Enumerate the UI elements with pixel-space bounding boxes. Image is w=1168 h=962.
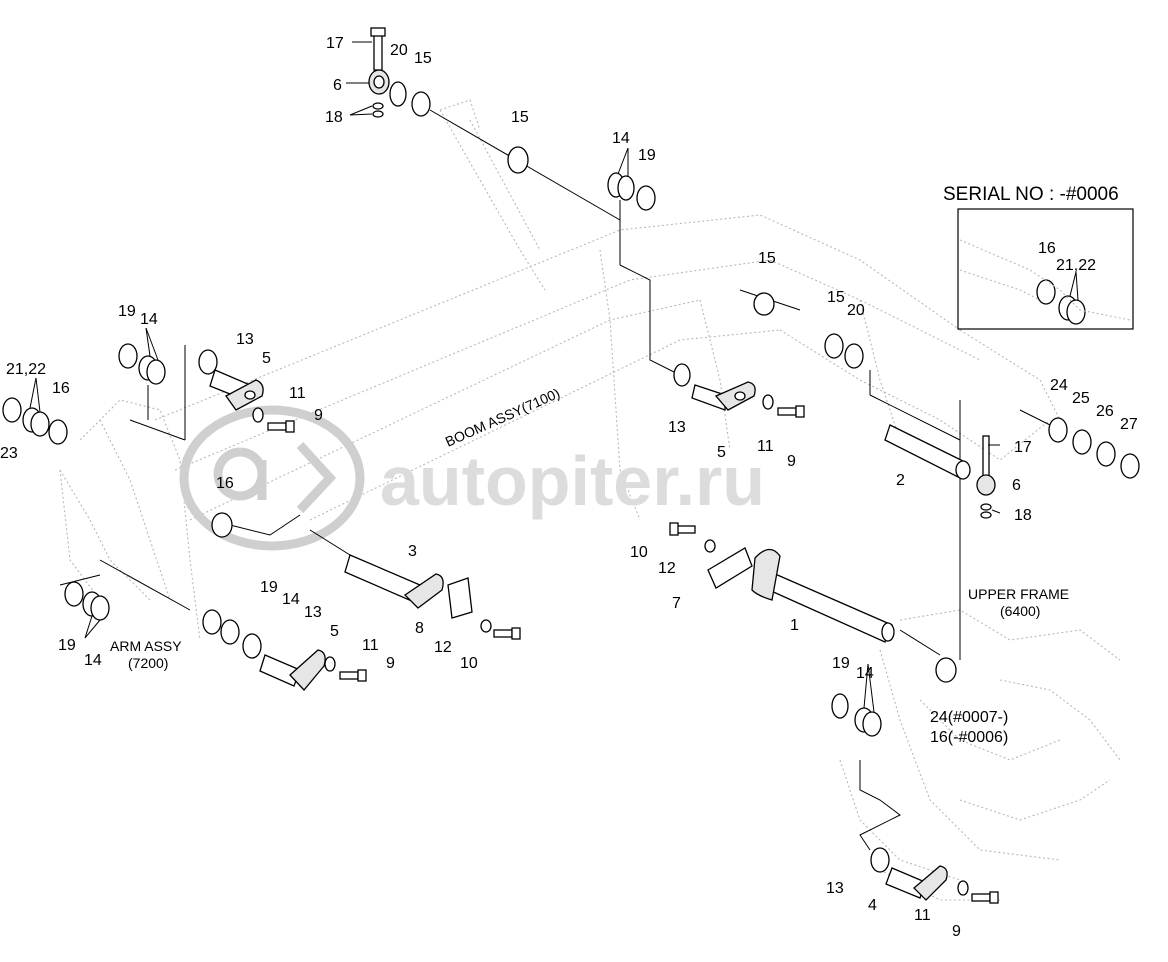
- callout: 9: [787, 453, 796, 470]
- callout: 20: [390, 42, 408, 59]
- callout: 19: [638, 147, 656, 164]
- callout: 16: [1038, 240, 1056, 257]
- inset-title: SERIAL NO : -#0006: [943, 184, 1119, 205]
- callout: 15: [414, 50, 432, 67]
- labels: SERIAL NO : -#0006 BOOM ASSY(7100) ARM A…: [0, 35, 1138, 940]
- callout: 14: [84, 652, 102, 669]
- leader-lines: [59, 109, 1051, 851]
- callout: 17: [1014, 439, 1032, 456]
- callout: 18: [325, 109, 343, 126]
- callout: 19: [118, 303, 136, 320]
- callout: 15: [758, 250, 776, 267]
- callout: 26: [1096, 403, 1114, 420]
- arm-assy-label: ARM ASSY: [110, 638, 182, 654]
- callout: 10: [630, 544, 648, 561]
- callout: 9: [386, 655, 395, 672]
- callout: 11: [757, 438, 774, 455]
- callout: 3: [408, 543, 417, 560]
- upper-frame-outline: [839, 609, 1121, 901]
- callout: 15: [511, 109, 529, 126]
- callout: 10: [460, 655, 478, 672]
- callout: 16: [52, 380, 70, 397]
- watermark-text: autopiter.ru: [380, 442, 765, 520]
- callout: 6: [333, 77, 342, 94]
- callout: 12: [434, 639, 452, 656]
- callout: 24: [1050, 377, 1068, 394]
- upper-frame-number: (6400): [1000, 603, 1040, 619]
- callout: 19: [58, 637, 76, 654]
- callout: 19: [260, 579, 278, 596]
- callout: 5: [262, 350, 271, 367]
- callout: 11: [362, 637, 379, 654]
- callout: 8: [415, 620, 424, 637]
- callout: 4: [868, 897, 877, 914]
- serial-inset: [957, 208, 1134, 330]
- callout: 2: [896, 472, 905, 489]
- callout: 9: [314, 407, 323, 424]
- serial-note-2: 16(-#0006): [930, 729, 1008, 746]
- callout: 23: [0, 445, 18, 462]
- callout: 16: [216, 475, 234, 492]
- callout: 14: [282, 591, 300, 608]
- callout: 5: [330, 623, 339, 640]
- callout: 19: [832, 655, 850, 672]
- callout: 11: [914, 907, 931, 924]
- callout: 13: [304, 604, 322, 621]
- callout: 1: [790, 617, 799, 634]
- callout: 11: [289, 385, 306, 402]
- callout: 21,22: [1056, 257, 1096, 274]
- boom-assy-label: BOOM ASSY(7100): [443, 385, 563, 450]
- watermark: autopiter.ru: [179, 405, 765, 551]
- callout: 13: [826, 880, 844, 897]
- callout: 13: [236, 331, 254, 348]
- callout: 20: [847, 302, 865, 319]
- arm-assy-number: (7200): [128, 655, 168, 671]
- callout: 14: [612, 130, 630, 147]
- callout: 6: [1012, 477, 1021, 494]
- callout: 25: [1072, 390, 1090, 407]
- callout: 21,22: [6, 361, 46, 378]
- arm-outline: [59, 399, 201, 641]
- callout: 15: [827, 289, 845, 306]
- callout: 5: [717, 444, 726, 461]
- callout: 27: [1120, 416, 1138, 433]
- callout: 14: [140, 311, 158, 328]
- callout: 13: [668, 419, 686, 436]
- parts: [2, 27, 1140, 904]
- boom-outline: [154, 99, 1061, 521]
- callout: 9: [952, 923, 961, 940]
- serial-note-1: 24(#0007-): [930, 709, 1008, 726]
- callout: 17: [326, 35, 344, 52]
- callout: 7: [672, 595, 681, 612]
- callout: 14: [856, 665, 874, 682]
- callout-leaders: [29, 41, 1079, 713]
- callout: 12: [658, 560, 676, 577]
- callout: 18: [1014, 507, 1032, 524]
- upper-frame-label: UPPER FRAME: [968, 586, 1069, 602]
